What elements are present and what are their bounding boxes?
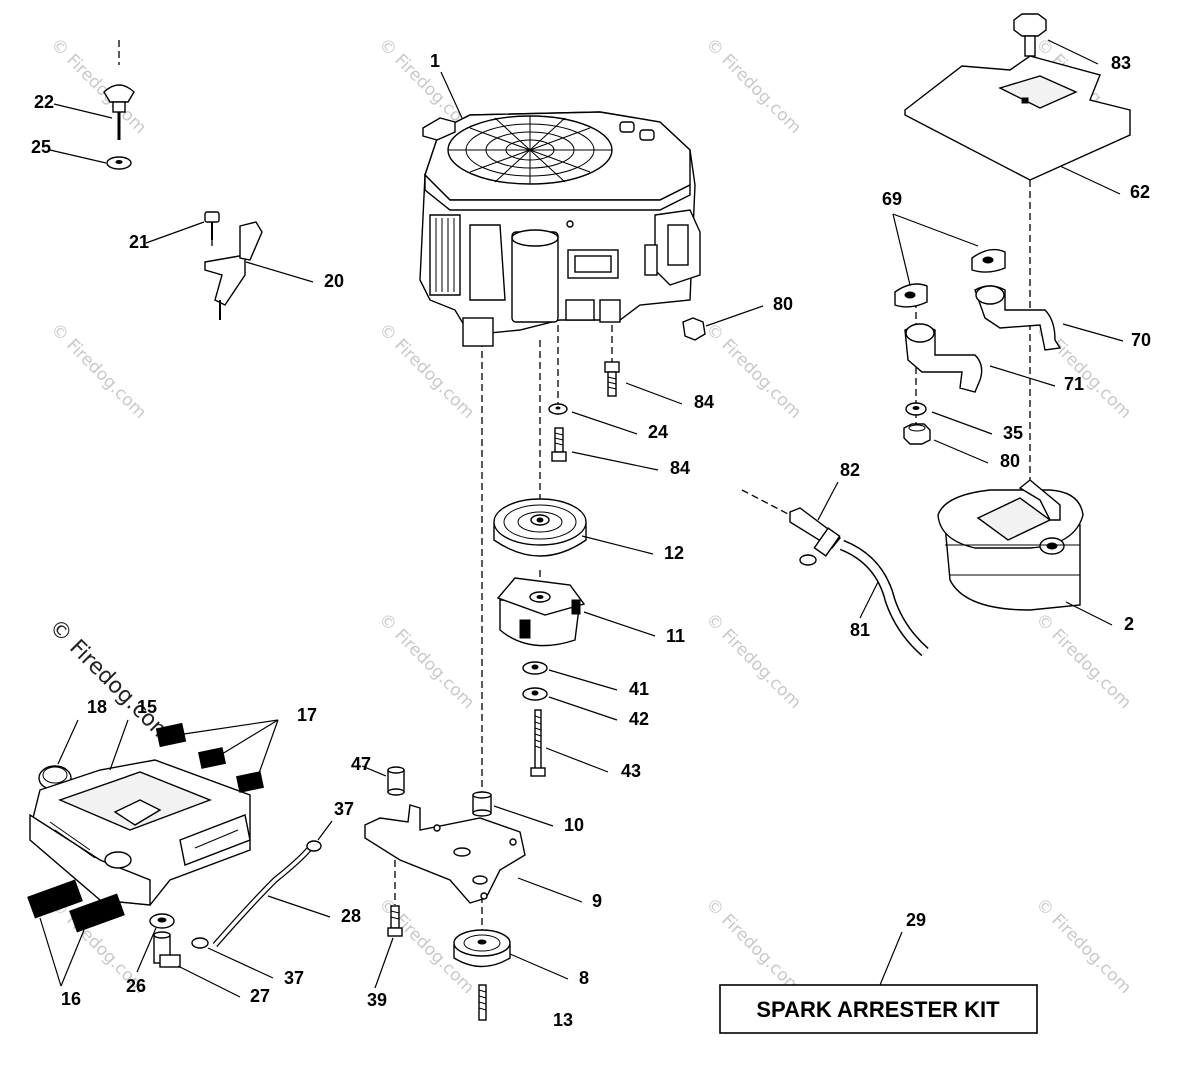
watermark-text: © Firedog.com [701, 34, 805, 138]
callout-21: 21 [129, 232, 149, 252]
exhaust-pipes [894, 248, 1062, 393]
callout-81: 81 [850, 620, 870, 640]
washer-25 [106, 156, 132, 170]
callout-2: 2 [1124, 614, 1134, 634]
clutch-11 [496, 577, 586, 647]
callout-29: 29 [906, 910, 926, 930]
spacer-10 [472, 791, 492, 817]
watermark-text: © Firedog.com [1031, 894, 1135, 998]
watermark-text: © Firedog.com [701, 609, 805, 713]
callout-42: 42 [629, 709, 649, 729]
callout-18: 18 [87, 697, 107, 717]
nut-80 [682, 317, 706, 341]
throttle-bracket [204, 211, 263, 320]
filters-17 [155, 722, 264, 793]
spark-arrester-kit-label: SPARK ARRESTER KIT [756, 997, 1000, 1022]
watermark-text: © Firedog.com [46, 34, 150, 138]
callout-26: 26 [126, 976, 146, 996]
watermark-text: © Firedog.com [701, 894, 805, 998]
callout-11: 11 [666, 626, 685, 646]
callout-9: 9 [592, 891, 602, 911]
clamp-37-lower [191, 937, 209, 949]
hose-81 [839, 539, 929, 657]
callout-20: 20 [324, 271, 344, 291]
callout-43: 43 [621, 761, 641, 781]
callout-62: 62 [1130, 182, 1150, 202]
callout-22: 22 [34, 92, 54, 112]
watermark-text: © Firedog.com [46, 319, 150, 423]
filters-16 [27, 879, 125, 933]
watermark-text: © Firedog.com [374, 609, 478, 713]
bolt-43 [530, 709, 546, 777]
callout-84: 84 [694, 392, 714, 412]
callout-80: 80 [773, 294, 793, 314]
bolt-39 [387, 905, 403, 937]
spacer-47 [387, 766, 405, 796]
callout-layer: 1222521208362697071808424843580821211281… [31, 51, 1151, 1030]
washer-41 [522, 661, 548, 675]
bracket-9 [364, 804, 526, 904]
callout-17: 17 [297, 705, 317, 725]
callout-41: 41 [629, 679, 649, 699]
callout-8: 8 [579, 968, 589, 988]
grommet-26 [149, 913, 175, 929]
fuel-valve-82 [789, 507, 841, 566]
callout-47: 47 [351, 754, 371, 774]
dipstick-knob [103, 84, 135, 140]
callout-69: 69 [882, 189, 902, 209]
callout-35: 35 [1003, 423, 1023, 443]
callout-37: 37 [334, 799, 354, 819]
elbow-27 [153, 931, 181, 968]
hose-28 [212, 846, 313, 947]
pulley-12 [493, 498, 587, 557]
callout-16: 16 [61, 989, 81, 1009]
callout-24: 24 [648, 422, 668, 442]
callout-25: 25 [31, 137, 51, 157]
callout-12: 12 [664, 543, 684, 563]
leader-lines [39, 39, 1124, 998]
callout-13: 13 [553, 1010, 573, 1030]
callout-71: 71 [1064, 374, 1084, 394]
callout-15: 15 [137, 697, 157, 717]
washer-42 [522, 687, 548, 701]
heat-shield [904, 13, 1131, 181]
callout-1: 1 [430, 51, 440, 71]
callout-37: 37 [284, 968, 304, 988]
washer-35 [905, 402, 927, 416]
callout-70: 70 [1131, 330, 1151, 350]
callout-10: 10 [564, 815, 584, 835]
callout-83: 83 [1111, 53, 1131, 73]
watermark-text: © Firedog.com [44, 615, 177, 748]
muffler-2 [937, 479, 1084, 611]
nut-80-right [903, 423, 931, 445]
engine [419, 111, 701, 347]
bolt-13 [478, 984, 487, 1021]
watermark-text: © Firedog.com [701, 319, 805, 423]
bolt-84-lower [551, 427, 567, 462]
housing-15 [29, 759, 251, 906]
callout-82: 82 [840, 460, 860, 480]
idler-pulley-8 [453, 929, 511, 968]
watermark-text: © Firedog.com [1031, 609, 1135, 713]
callout-80: 80 [1000, 451, 1020, 471]
callout-28: 28 [341, 906, 361, 926]
clamp-37-upper [306, 840, 322, 852]
bolt-84-upper [604, 361, 620, 397]
callout-84: 84 [670, 458, 690, 478]
callout-27: 27 [250, 986, 270, 1006]
callout-39: 39 [367, 990, 387, 1010]
spark-arrester-kit-box: SPARK ARRESTER KIT [719, 984, 1038, 1034]
lock-washer-24 [548, 403, 568, 415]
